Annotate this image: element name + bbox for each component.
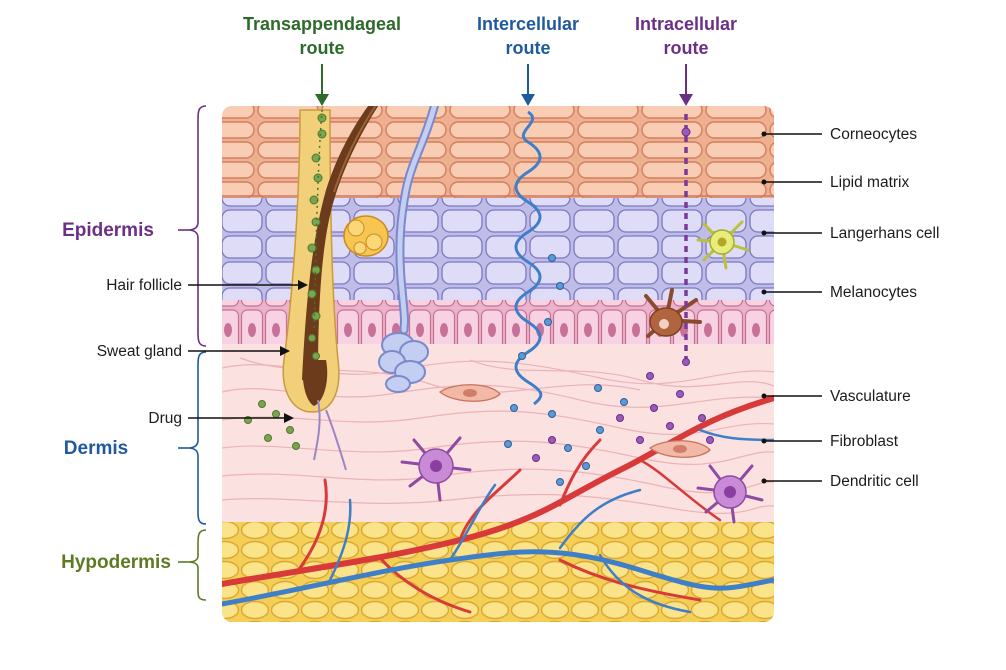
arrow-right-icon xyxy=(298,280,308,290)
drug-particles-intracellular xyxy=(532,127,714,462)
lipid-matrix-label: Lipid matrix xyxy=(830,174,909,191)
arrow-down-icon xyxy=(521,94,535,106)
route-transappendageal-line2: route xyxy=(300,38,345,58)
dendritic-cell xyxy=(696,464,764,524)
route-intercellular: Intercellular route xyxy=(477,14,579,106)
dermis-bracket xyxy=(178,351,207,525)
callout-dendritic-cell: Dendritic cell xyxy=(761,473,919,490)
vein-branch xyxy=(448,483,497,562)
sebaceous-gland xyxy=(343,215,389,257)
callout-drug: Drug xyxy=(148,410,294,427)
hypodermis-bracket xyxy=(178,529,207,601)
callout-vasculature: Vasculature xyxy=(761,388,911,405)
callout-hair-follicle: Hair follicle xyxy=(106,277,308,294)
callout-melanocytes: Melanocytes xyxy=(761,284,917,301)
drug-label: Drug xyxy=(148,410,182,427)
route-intracellular: Intracellular route xyxy=(635,14,737,106)
dermis-label: Dermis xyxy=(64,438,128,459)
transappendageal-path-line xyxy=(313,109,323,331)
vein-branch xyxy=(558,488,642,550)
hypodermis-label: Hypodermis xyxy=(61,552,171,573)
artery-branch xyxy=(378,556,472,614)
arrow-down-icon xyxy=(315,94,329,106)
callout-langerhans-cell: Langerhans cell xyxy=(761,225,939,242)
route-intracellular-line1: Intracellular xyxy=(635,14,737,34)
vein-branch xyxy=(328,498,352,582)
dendritic-cell-label: Dendritic cell xyxy=(830,473,919,490)
artery-main xyxy=(222,395,774,587)
artery-branch xyxy=(298,478,328,570)
arrow-right-icon xyxy=(284,413,294,423)
melanocyte-cell xyxy=(644,288,702,338)
vasculature-label: Vasculature xyxy=(830,388,911,405)
fibroblast-cell xyxy=(648,440,711,458)
arrow-right-icon xyxy=(280,346,290,356)
vein-main xyxy=(222,549,774,607)
route-intracellular-line2: route xyxy=(664,38,709,58)
artery-branch xyxy=(558,438,602,507)
hair-follicle-structure xyxy=(282,106,414,413)
vein-branch xyxy=(598,553,692,614)
callout-sweat-gland: Sweat gland xyxy=(97,343,290,360)
artery-branch xyxy=(458,468,522,542)
hair-follicle-label: Hair follicle xyxy=(106,277,182,294)
route-transappendageal-line1: Transappendageal xyxy=(243,14,401,34)
fibroblast-label: Fibroblast xyxy=(830,433,899,450)
callout-lipid-matrix: Lipid matrix xyxy=(761,174,909,191)
route-intercellular-line2: route xyxy=(506,38,551,58)
dendritic-cell xyxy=(400,436,472,502)
sweat-gland-structure xyxy=(378,106,441,393)
skin-cross-section xyxy=(222,106,774,622)
arrow-down-icon xyxy=(679,94,693,106)
epidermis-label: Epidermis xyxy=(62,220,154,241)
drug-particles-intercellular xyxy=(504,254,628,486)
route-intercellular-line1: Intercellular xyxy=(477,14,579,34)
callout-corneocytes: Corneocytes xyxy=(761,126,917,143)
langerhans-cell-label: Langerhans cell xyxy=(830,225,939,242)
langerhans-cell xyxy=(696,220,750,270)
sweat-gland-label: Sweat gland xyxy=(97,343,182,360)
drug-particles-transappendageal xyxy=(244,113,327,450)
artery-branch xyxy=(638,458,722,522)
fibroblast-cell xyxy=(438,384,501,402)
melanocytes-label: Melanocytes xyxy=(830,284,917,301)
callout-fibroblast: Fibroblast xyxy=(761,433,899,450)
route-transappendageal: Transappendageal route xyxy=(243,14,401,106)
intercellular-route-path xyxy=(514,110,543,406)
hair-shaft xyxy=(302,106,414,380)
epidermis-bracket xyxy=(178,105,207,347)
corneocytes-label: Corneocytes xyxy=(830,126,917,143)
